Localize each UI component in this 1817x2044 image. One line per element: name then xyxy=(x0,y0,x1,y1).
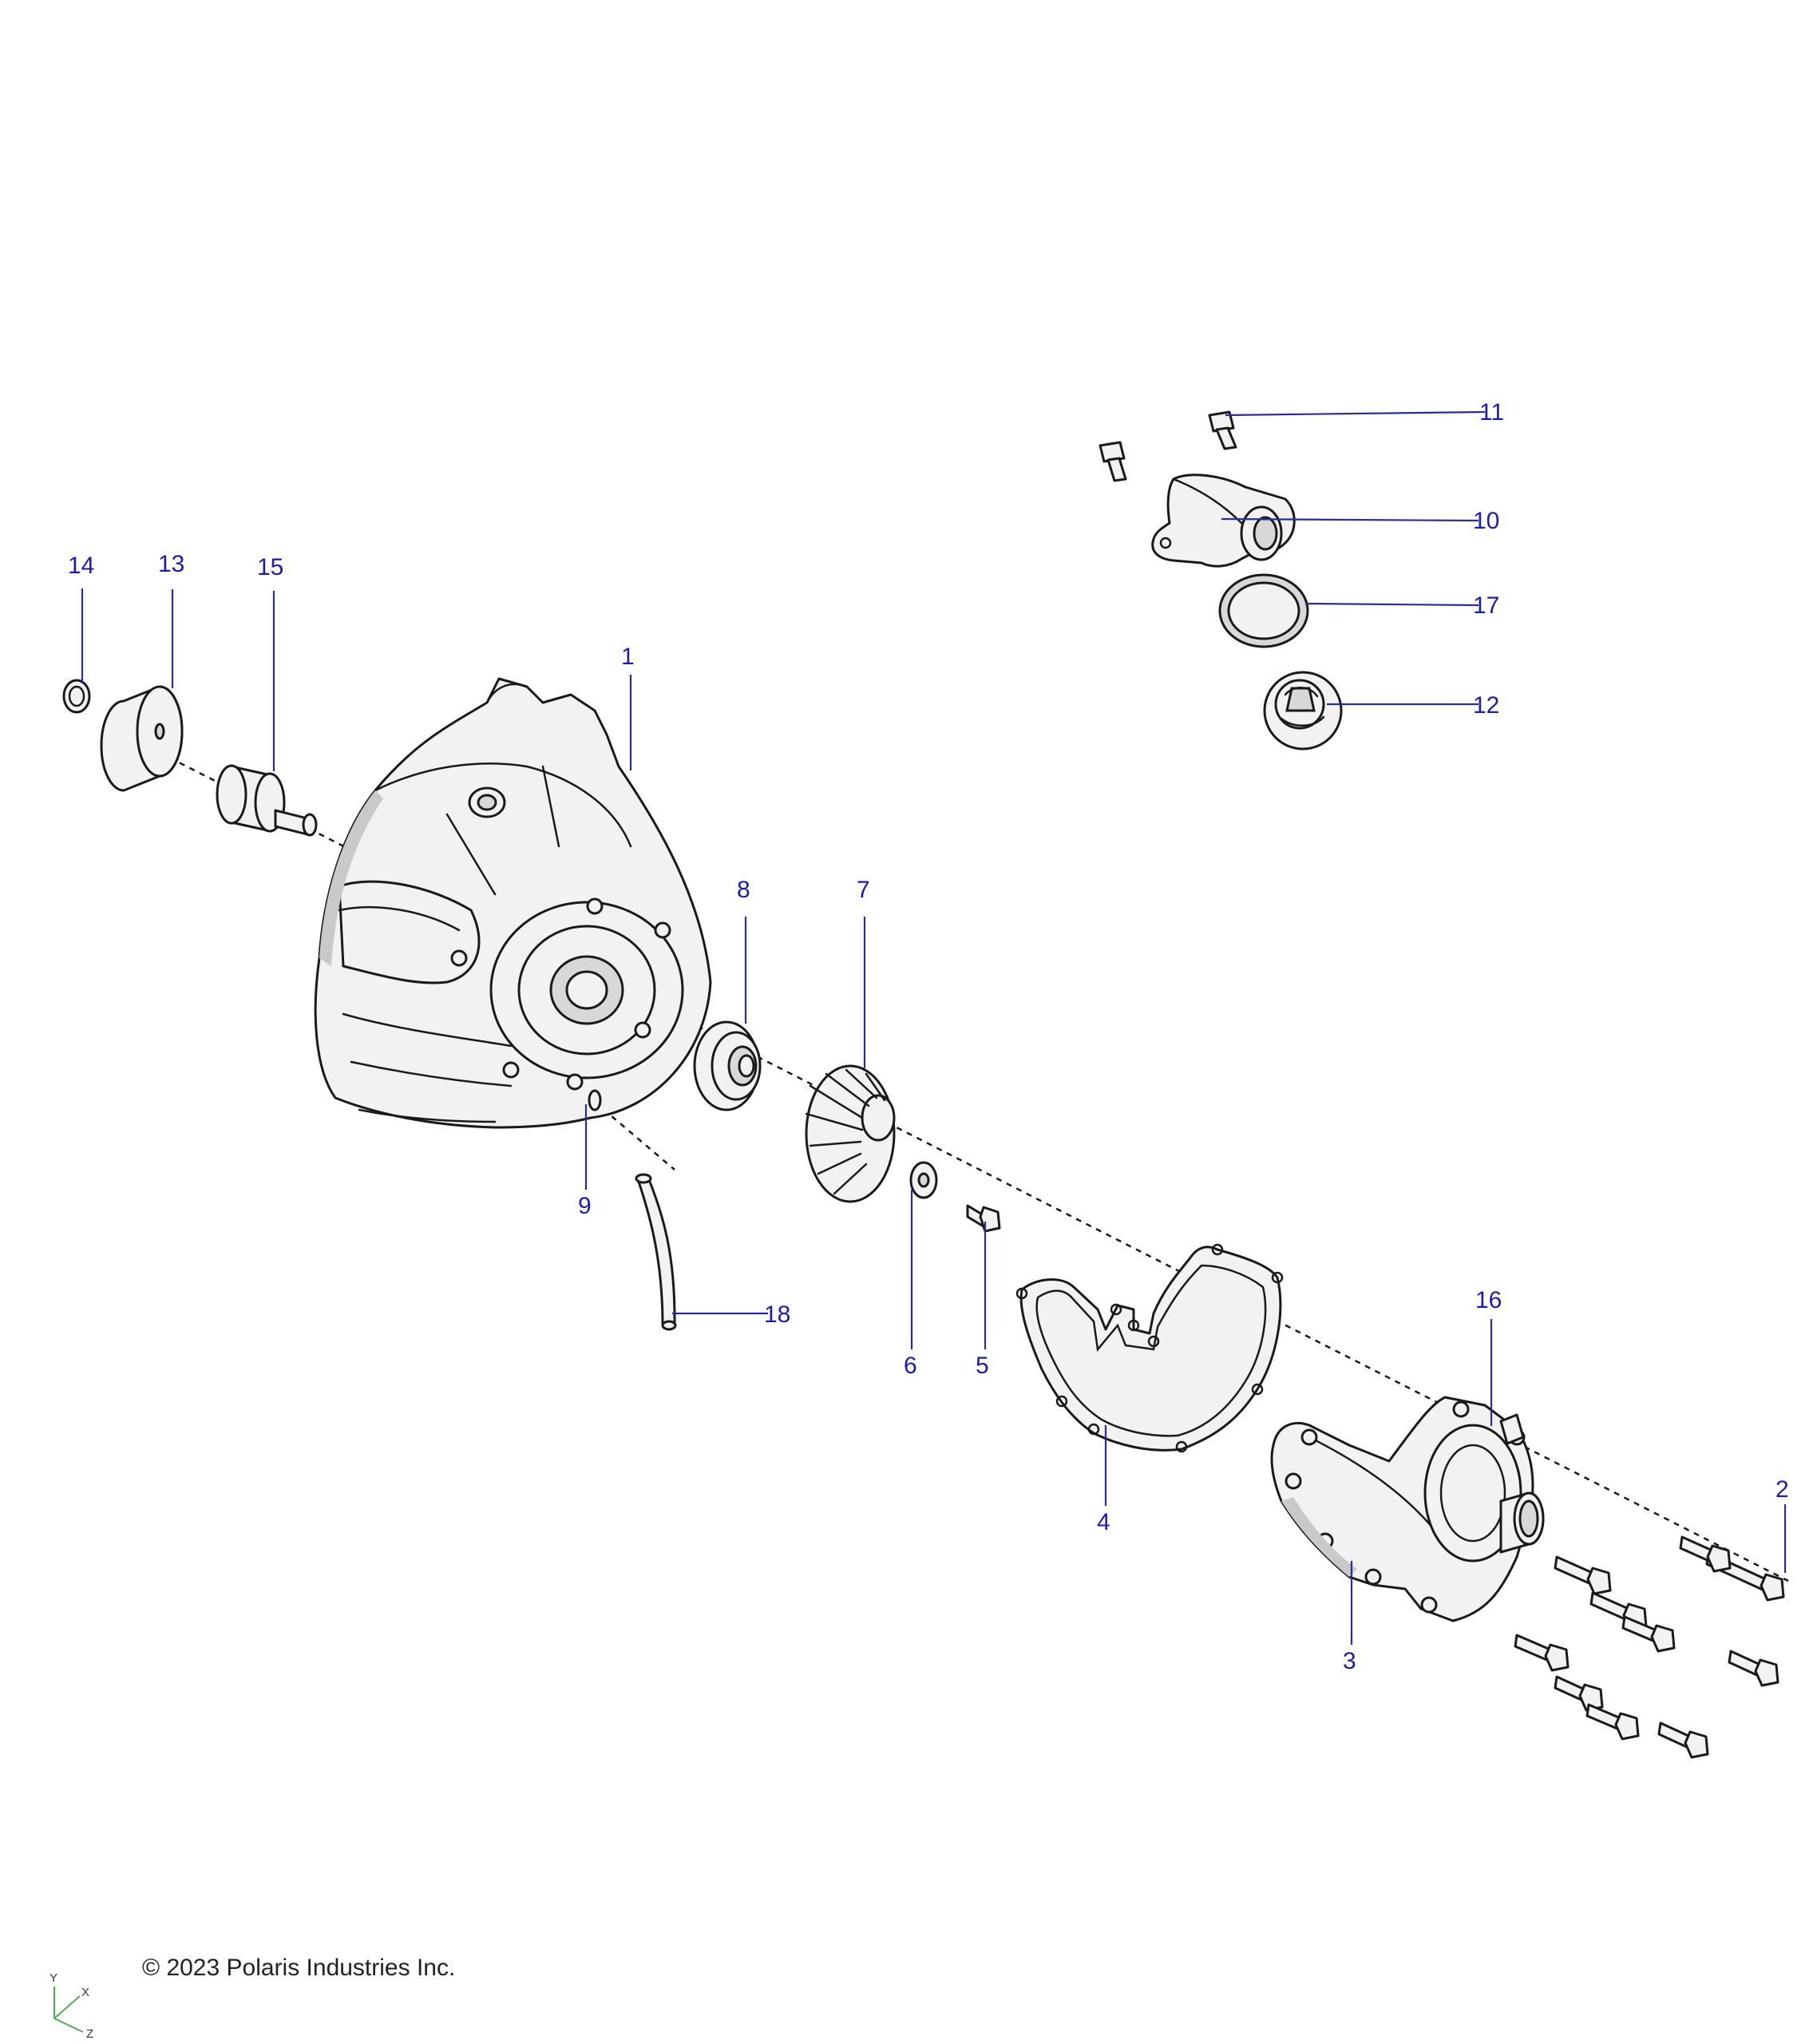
callout-2: 2 xyxy=(1775,1476,1789,1503)
callout-3: 3 xyxy=(1343,1648,1356,1674)
part-16-dowel-pin[interactable] xyxy=(1499,1413,1525,1445)
part-18-hose[interactable] xyxy=(635,1173,677,1331)
bolt-2c[interactable] xyxy=(1554,1555,1612,1595)
triad-z-label: Z xyxy=(86,2027,93,2041)
callout-16: 16 xyxy=(1475,1287,1502,1313)
part-1-housing[interactable] xyxy=(314,677,712,1129)
bolt-11b[interactable] xyxy=(1099,441,1127,482)
callout-labels: 1 2 3 4 5 6 7 8 9 10 11 12 13 14 15 16 1… xyxy=(68,399,1789,1674)
callout-14: 14 xyxy=(68,553,94,579)
callout-8: 8 xyxy=(737,877,750,903)
callout-15: 15 xyxy=(257,554,283,580)
part-2-bolts[interactable] xyxy=(1514,1535,1785,1759)
callout-18: 18 xyxy=(764,1301,790,1328)
part-4-gasket[interactable] xyxy=(1015,1243,1284,1453)
part-11-bolts[interactable] xyxy=(1099,410,1237,482)
bolt-2h[interactable] xyxy=(1585,1703,1640,1741)
bolt-2j[interactable] xyxy=(1728,1650,1779,1687)
part-6-washer[interactable] xyxy=(909,1161,938,1199)
part-13-drive-cup[interactable] xyxy=(100,685,184,792)
part-3-pump-housing[interactable] xyxy=(1270,1396,1545,1622)
bolt-2f[interactable] xyxy=(1514,1634,1570,1672)
copyright-notice: © 2023 Polaris Industries Inc. xyxy=(142,1955,456,1981)
callout-10: 10 xyxy=(1473,508,1499,534)
bolt-2e[interactable] xyxy=(1621,1615,1676,1653)
callout-11: 11 xyxy=(1479,399,1504,426)
callout-1: 1 xyxy=(621,644,635,670)
callout-17: 17 xyxy=(1473,592,1499,619)
callout-9: 9 xyxy=(578,1193,592,1219)
part-7-impeller[interactable] xyxy=(805,1064,896,1203)
part-9-fitting[interactable] xyxy=(588,1089,602,1111)
part-8-seal[interactable] xyxy=(693,1020,762,1111)
leader-lines xyxy=(81,410,1787,1645)
part-10-thermostat-housing[interactable] xyxy=(1151,473,1296,568)
callout-4: 4 xyxy=(1097,1509,1110,1535)
bolt-11a[interactable] xyxy=(1208,410,1237,450)
callout-12: 12 xyxy=(1473,692,1499,719)
triad-y-label: Y xyxy=(49,1971,57,1985)
bolt-2i[interactable] xyxy=(1657,1721,1709,1759)
part-15-shaft-bearing[interactable] xyxy=(216,764,318,837)
bolt-2g[interactable] xyxy=(1554,1675,1604,1712)
part-14-o-ring[interactable] xyxy=(62,679,91,714)
part-12-thermostat[interactable] xyxy=(1263,671,1343,751)
xyz-axis-triad-icon: Y X Z xyxy=(49,1971,93,2041)
bolt-2b[interactable] xyxy=(1679,1535,1732,1573)
part-5-bolt[interactable] xyxy=(966,1204,1001,1233)
triad-x-label: X xyxy=(81,1986,89,1999)
callout-6: 6 xyxy=(904,1353,917,1379)
callout-7: 7 xyxy=(857,877,870,903)
part-17-seal-ring[interactable] xyxy=(1218,573,1309,648)
callout-5: 5 xyxy=(976,1353,989,1379)
callout-13: 13 xyxy=(158,551,184,577)
